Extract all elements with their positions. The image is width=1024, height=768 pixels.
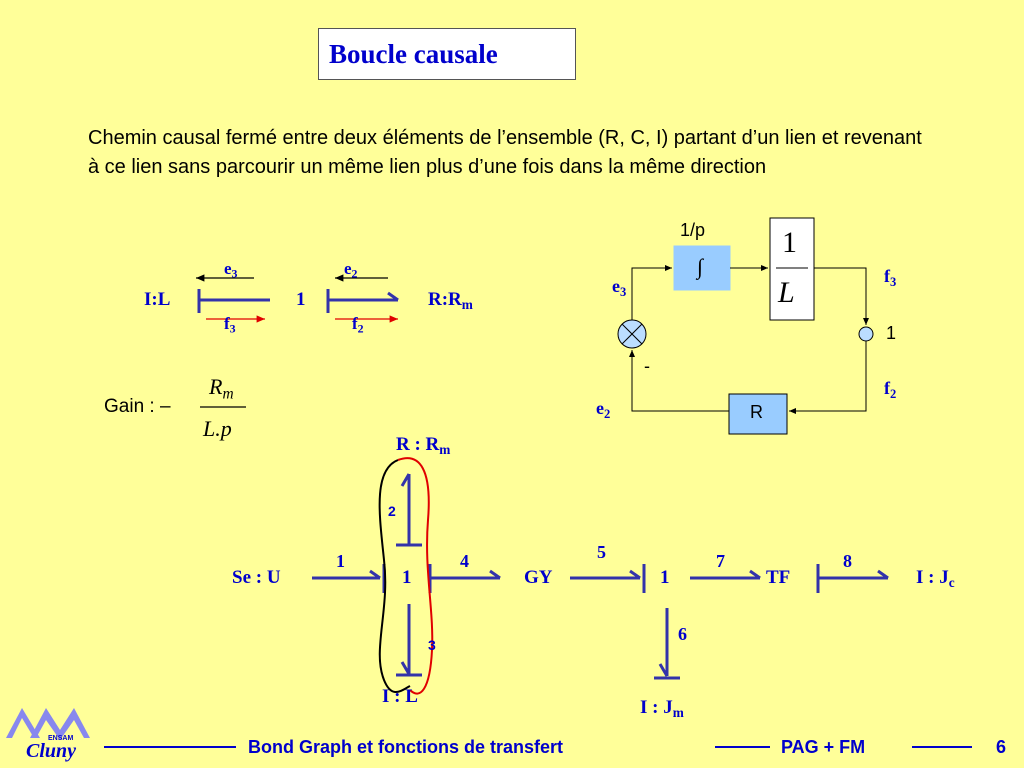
tf-label: TF <box>766 567 791 588</box>
block-frac-den: L <box>778 276 795 309</box>
slide-title-box: Boucle causale <box>318 28 576 80</box>
label-e3-block: e3 <box>612 276 627 299</box>
bond-number-4: 4 <box>460 551 469 571</box>
bond-number-7: 7 <box>716 551 725 571</box>
bond-number-8: 8 <box>843 551 852 571</box>
label-rrm: R:Rm <box>428 289 473 312</box>
logo-cluny-text: Cluny <box>26 740 77 762</box>
load-label: I : Jc <box>916 567 955 590</box>
junction2-label: 1 <box>660 567 670 588</box>
integrator-symbol: ∫ <box>697 254 704 279</box>
bond-number-1: 1 <box>336 551 345 571</box>
gy-label: GY <box>524 567 553 588</box>
bond-number-5: 5 <box>597 542 606 562</box>
block-diagram <box>617 217 874 435</box>
slide-title: Boucle causale <box>329 39 498 69</box>
top-element-label: R : Rm <box>396 434 451 457</box>
footer-authors: PAG + FM <box>781 737 866 757</box>
bottom-element-label: I : L <box>382 686 418 707</box>
bond-number-3: 3 <box>428 637 436 653</box>
label-f2-block: f2 <box>884 378 897 401</box>
source-label: Se : U <box>232 567 281 588</box>
label-il: I:L <box>144 289 171 310</box>
label-e2-block: e2 <box>596 398 611 421</box>
footer-course: Bond Graph et fonctions de transfert <box>248 737 564 757</box>
block-frac-num: 1 <box>782 226 797 259</box>
r-block-label: R <box>750 402 763 422</box>
minus-sign: - <box>644 356 650 376</box>
label-f2-small: f2 <box>352 314 364 336</box>
gain-denominator: L.p <box>203 416 232 441</box>
gain-numerator: Rm <box>209 374 234 403</box>
label-f3-block: f3 <box>884 266 897 289</box>
small-bond-graph <box>196 274 399 323</box>
bond-number-6: 6 <box>678 624 687 644</box>
label-f3-small: f3 <box>224 314 236 336</box>
ensam-logo-icon <box>6 708 90 740</box>
inertia-label: I : Jm <box>640 697 684 720</box>
gain-label: Gain : – <box>104 396 171 417</box>
label-junction-small: 1 <box>296 289 306 310</box>
footer-page-number: 6 <box>996 737 1007 757</box>
junction1-label: 1 <box>402 567 412 588</box>
label-e2-small: e2 <box>344 259 358 281</box>
label-e3-small: e3 <box>224 259 238 281</box>
integrator-label: 1/p <box>680 220 706 240</box>
bond-number-2: 2 <box>388 503 396 519</box>
junction-label-block: 1 <box>886 323 897 343</box>
logo-ensam-text: ENSAM <box>48 735 74 742</box>
slide-description: Chemin causal fermé entre deux éléments … <box>88 127 922 178</box>
big-bond-graph <box>312 473 889 680</box>
